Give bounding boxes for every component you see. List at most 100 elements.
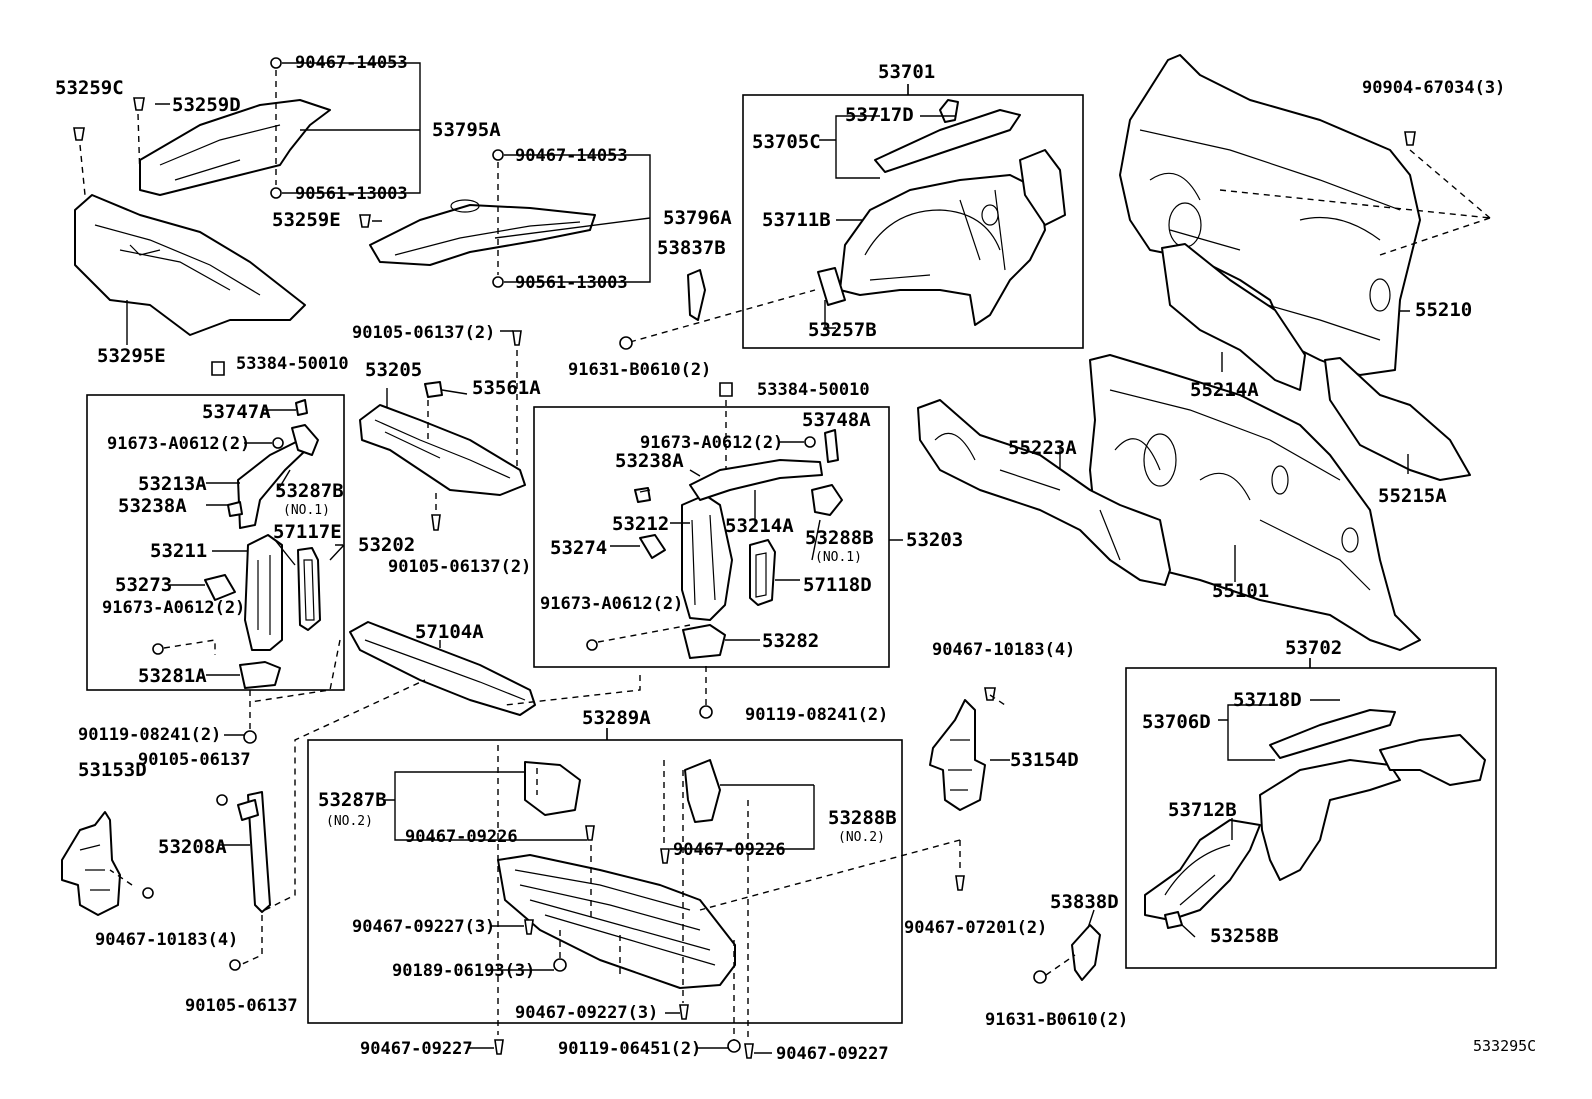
label-90467-10183-a[interactable]: 90467-10183(4) xyxy=(95,930,239,950)
label-53718D[interactable]: 53718D xyxy=(1233,689,1302,711)
dashes-53702 xyxy=(989,694,1076,976)
label-90467-14053-b[interactable]: 90467-14053 xyxy=(515,146,628,166)
label-55223A[interactable]: 55223A xyxy=(1008,437,1077,459)
label-55101[interactable]: 55101 xyxy=(1212,580,1270,602)
label-53258B[interactable]: 53258B xyxy=(1210,925,1279,947)
label-53289A[interactable]: 53289A xyxy=(582,707,651,729)
label-90467-09227-b[interactable]: 90467-09227 xyxy=(776,1044,889,1064)
label-53208A[interactable]: 53208A xyxy=(158,836,227,858)
apron-53702-side xyxy=(1379,734,1486,786)
brace-53214A xyxy=(689,459,823,501)
label-90467-09227-a[interactable]: 90467-09227 xyxy=(360,1039,473,1059)
label-90105-06137-2b[interactable]: 90105-06137(2) xyxy=(388,557,532,577)
label-90904-67034[interactable]: 90904-67034(3) xyxy=(1362,78,1506,98)
label-90467-07201[interactable]: 90467-07201(2) xyxy=(904,918,1048,938)
bolt-90105-06137-a xyxy=(216,794,228,806)
label-55210[interactable]: 55210 xyxy=(1415,299,1473,321)
label-53288B-2[interactable]: 53288B xyxy=(828,807,897,829)
bracket-53287B-2 xyxy=(524,761,581,816)
shield-53153D xyxy=(61,811,121,916)
label-53282[interactable]: 53282 xyxy=(762,630,820,652)
label-53154D[interactable]: 53154D xyxy=(1010,749,1079,771)
label-53795A[interactable]: 53795A xyxy=(432,119,501,141)
bolt-90467-09226-b xyxy=(660,848,670,864)
label-57118D[interactable]: 57118D xyxy=(803,574,872,596)
label-57117E[interactable]: 57117E xyxy=(273,521,342,543)
label-90105-06137-a[interactable]: 90105-06137 xyxy=(138,750,251,770)
label-90561-13003-b[interactable]: 90561-13003 xyxy=(515,273,628,293)
label-90561-13003-a[interactable]: 90561-13003 xyxy=(295,184,408,204)
label-53274[interactable]: 53274 xyxy=(550,537,608,559)
label-53273[interactable]: 53273 xyxy=(115,574,173,596)
label-53837B[interactable]: 53837B xyxy=(657,237,726,259)
label-53212[interactable]: 53212 xyxy=(612,513,670,535)
label-53701[interactable]: 53701 xyxy=(878,61,936,83)
label-53238A-l[interactable]: 53238A xyxy=(118,495,187,517)
label-90467-09226-a[interactable]: 90467-09226 xyxy=(405,827,518,847)
nut-90467-14053-a xyxy=(270,57,282,69)
label-53153D[interactable]: 53153D xyxy=(78,759,147,781)
label-53711B[interactable]: 53711B xyxy=(762,209,831,231)
label-53203[interactable]: 53203 xyxy=(906,529,964,551)
label-90105-06137-b[interactable]: 90105-06137 xyxy=(185,996,298,1016)
undercover-detail xyxy=(514,869,716,966)
group-frame-53202 xyxy=(86,394,345,691)
label-53561A[interactable]: 53561A xyxy=(472,377,541,399)
label-53287B-2[interactable]: 53287B xyxy=(318,789,387,811)
label-91673-A0612-c[interactable]: 91673-A0612(2) xyxy=(640,433,784,453)
label-53796A[interactable]: 53796A xyxy=(663,207,732,229)
label-53712B[interactable]: 53712B xyxy=(1168,799,1237,821)
label-91631-B0610-b[interactable]: 91631-B0610(2) xyxy=(985,1010,1129,1030)
cowl-vent-detail xyxy=(159,124,281,181)
label-90467-09227-3b[interactable]: 90467-09227(3) xyxy=(515,1003,659,1023)
label-90467-10183-b[interactable]: 90467-10183(4) xyxy=(932,640,1076,660)
label-53213A[interactable]: 53213A xyxy=(138,473,207,495)
label-90119-08241-a[interactable]: 90119-08241(2) xyxy=(78,725,222,745)
dashes-top-left xyxy=(79,70,499,275)
label-53238A-r[interactable]: 53238A xyxy=(615,450,684,472)
label-57104A[interactable]: 57104A xyxy=(415,621,484,643)
label-53702[interactable]: 53702 xyxy=(1285,637,1343,659)
label-53288B-1[interactable]: 53288B xyxy=(805,527,874,549)
insulator-55223A xyxy=(917,399,1171,586)
label-53287B-1[interactable]: 53287B xyxy=(275,480,344,502)
label-55215A[interactable]: 55215A xyxy=(1378,485,1447,507)
label-53748A[interactable]: 53748A xyxy=(802,409,871,431)
label-53259E[interactable]: 53259E xyxy=(272,209,341,231)
label-90119-08241-b[interactable]: 90119-08241(2) xyxy=(745,705,889,725)
label-91673-A0612-a[interactable]: 91673-A0612(2) xyxy=(107,434,251,454)
label-53205[interactable]: 53205 xyxy=(365,359,423,381)
support-53212-detail xyxy=(691,514,716,606)
label-53706D[interactable]: 53706D xyxy=(1142,711,1211,733)
label-53281A[interactable]: 53281A xyxy=(138,665,207,687)
dashes-57104A xyxy=(109,639,426,966)
label-53384-50010-a[interactable]: 53384-50010 xyxy=(236,354,349,374)
insulator-55101-hole-b xyxy=(1271,465,1289,495)
label-90189-06193[interactable]: 90189-06193(3) xyxy=(392,961,536,981)
label-53257B[interactable]: 53257B xyxy=(808,319,877,341)
label-90467-09227-3a[interactable]: 90467-09227(3) xyxy=(352,917,496,937)
label-53259D[interactable]: 53259D xyxy=(172,94,241,116)
label-90467-09226-b[interactable]: 90467-09226 xyxy=(673,840,786,860)
label-53211[interactable]: 53211 xyxy=(150,540,208,562)
label-90119-06451[interactable]: 90119-06451(2) xyxy=(558,1039,702,1059)
label-53717D[interactable]: 53717D xyxy=(845,104,914,126)
apron-side-piece xyxy=(1019,149,1066,226)
label-91631-B0610-a[interactable]: 91631-B0610(2) xyxy=(568,360,712,380)
bracket-53288B-2 xyxy=(684,759,721,823)
label-53838D[interactable]: 53838D xyxy=(1050,891,1119,913)
label-53705C[interactable]: 53705C xyxy=(752,131,821,153)
label-53295E[interactable]: 53295E xyxy=(97,345,166,367)
label-55214A[interactable]: 55214A xyxy=(1190,379,1259,401)
label-53202[interactable]: 53202 xyxy=(358,534,416,556)
label-90105-06137-2a[interactable]: 90105-06137(2) xyxy=(352,323,496,343)
label-53384-50010-b[interactable]: 53384-50010 xyxy=(757,380,870,400)
label-53214A[interactable]: 53214A xyxy=(725,515,794,537)
label-90467-14053-a[interactable]: 90467-14053 xyxy=(295,53,408,73)
label-53747A[interactable]: 53747A xyxy=(202,401,271,423)
cowl-vent-53795A xyxy=(139,99,331,196)
label-53259C[interactable]: 53259C xyxy=(55,77,124,99)
label-91673-A0612-b[interactable]: 91673-A0612(2) xyxy=(102,598,246,618)
label-91673-A0612-d[interactable]: 91673-A0612(2) xyxy=(540,594,684,614)
